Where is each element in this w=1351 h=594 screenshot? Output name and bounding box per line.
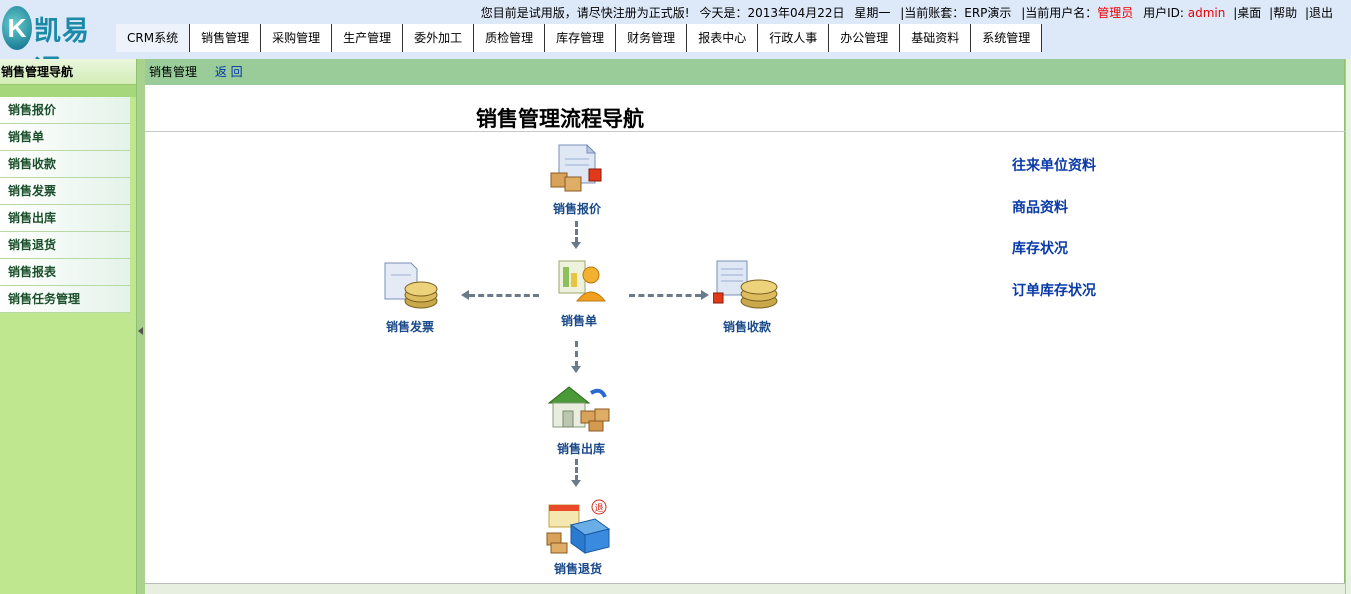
nav-hr[interactable]: 行政人事 [758, 24, 830, 52]
warehouse-icon [547, 386, 610, 432]
invoice-coins-icon [384, 262, 438, 309]
user-label: |当前用户名： [1021, 6, 1098, 20]
nav-purchase[interactable]: 采购管理 [261, 24, 333, 52]
order-user-icon [558, 260, 607, 302]
app-logo: K 凯易通 [2, 6, 112, 86]
receipt-coins-icon [712, 260, 778, 309]
nav-office[interactable]: 办公管理 [829, 24, 901, 52]
arrow-quote-to-order [571, 221, 581, 249]
quote-document-icon [550, 143, 602, 192]
nav-sales[interactable]: 销售管理 [190, 24, 262, 52]
userid-value: admin [1187, 6, 1226, 20]
flow-label-order: 销售单 [560, 314, 597, 328]
sidebar-splitter[interactable] [136, 59, 145, 594]
title-divider [145, 131, 1345, 132]
app-header: K 凯易通 您目前是试用版，请尽快注册为正式版! 今天是：2013年04月22日… [0, 0, 1351, 86]
flow-label-quote: 销售报价 [552, 202, 601, 216]
flow-node-receipt[interactable]: 销售收款 [712, 259, 781, 335]
vertical-scrollbar[interactable] [1345, 59, 1351, 594]
sidebar-item-outbound[interactable]: 销售出库 [0, 205, 130, 232]
nav-finance[interactable]: 财务管理 [616, 24, 688, 52]
sidebar-title: 销售管理导航 [0, 59, 136, 85]
return-box-icon: 退 [546, 499, 611, 554]
sidebar-item-return[interactable]: 销售退货 [0, 232, 130, 259]
user-name: 管理员 [1097, 6, 1134, 20]
desktop-link[interactable]: |桌面 [1233, 6, 1262, 20]
arrow-order-to-invoice [461, 290, 539, 300]
link-inventory-status[interactable]: 库存状况 [1012, 241, 1068, 257]
page-title: 销售管理流程导航 [476, 107, 644, 131]
link-product-info[interactable]: 商品资料 [1012, 199, 1068, 216]
flow-node-quote[interactable]: 销售报价 [545, 143, 609, 217]
nav-inventory[interactable]: 库存管理 [545, 24, 617, 52]
link-order-inventory-status[interactable]: 订单库存状况 [1012, 282, 1096, 299]
nav-production[interactable]: 生产管理 [332, 24, 404, 52]
flow-node-return[interactable]: 退 销售退货 [543, 499, 613, 577]
flow-label-invoice: 销售发票 [385, 320, 434, 334]
breadcrumb-current: 销售管理 [149, 65, 198, 79]
nav-system[interactable]: 系统管理 [971, 24, 1043, 52]
sidebar-item-receipt[interactable]: 销售收款 [0, 151, 130, 178]
arrow-order-to-outbound [571, 341, 581, 373]
weekday: 星期一 [854, 6, 891, 20]
sidebar-item-task[interactable]: 销售任务管理 [0, 286, 130, 313]
flow-label-outbound: 销售出库 [556, 442, 605, 456]
flow-label-receipt: 销售收款 [722, 320, 771, 334]
svg-text:退: 退 [594, 503, 603, 514]
flow-node-invoice[interactable]: 销售发票 [377, 259, 443, 335]
main-content: 销售管理 返 回 销售管理流程导航 销售报价 销售单 [145, 59, 1345, 594]
flow-label-return: 销售退货 [553, 562, 602, 576]
nav-crm[interactable]: CRM系统 [116, 24, 191, 52]
quick-links: 往来单位资料 商品资料 库存状况 订单库存状况 [1012, 155, 1096, 321]
horizontal-scrollbar[interactable] [145, 583, 1345, 594]
nav-quality[interactable]: 质检管理 [474, 24, 546, 52]
trial-notice: 您目前是试用版，请尽快注册为正式版! [480, 6, 690, 20]
flow-node-order[interactable]: 销售单 [547, 255, 611, 329]
sidebar-item-order[interactable]: 销售单 [0, 124, 130, 151]
account-info: |当前账套：ERP演示 [900, 6, 1012, 20]
main-nav: CRM系统 销售管理 采购管理 生产管理 委外加工 质检管理 库存管理 财务管理… [116, 24, 1043, 52]
nav-basic-data[interactable]: 基础资料 [900, 24, 972, 52]
top-info-bar: 您目前是试用版，请尽快注册为正式版! 今天是：2013年04月22日 星期一 |… [475, 4, 1333, 21]
flow-node-outbound[interactable]: 销售出库 [545, 381, 617, 457]
nav-outsourcing[interactable]: 委外加工 [403, 24, 475, 52]
sidebar-spacer [0, 85, 136, 97]
logout-link[interactable]: |退出 [1304, 6, 1333, 20]
sidebar-item-invoice[interactable]: 销售发票 [0, 178, 130, 205]
today-date: 今天是：2013年04月22日 [699, 6, 845, 20]
collapse-arrow-icon[interactable] [138, 327, 143, 335]
arrow-outbound-to-return [571, 459, 581, 487]
sidebar-item-quote[interactable]: 销售报价 [0, 97, 130, 124]
help-link[interactable]: |帮助 [1269, 6, 1298, 20]
link-partner-info[interactable]: 往来单位资料 [1012, 158, 1096, 174]
userid-label: 用户ID: [1143, 6, 1188, 20]
arrow-order-to-receipt [629, 290, 709, 300]
nav-reports[interactable]: 报表中心 [687, 24, 759, 52]
sidebar: 销售管理导航 销售报价 销售单 销售收款 销售发票 销售出库 销售退货 销售报表… [0, 59, 136, 594]
sidebar-item-report[interactable]: 销售报表 [0, 259, 130, 286]
logo-k-icon: K [2, 6, 32, 50]
breadcrumb: 销售管理 返 回 [145, 59, 1344, 85]
back-link[interactable]: 返 回 [214, 65, 243, 79]
